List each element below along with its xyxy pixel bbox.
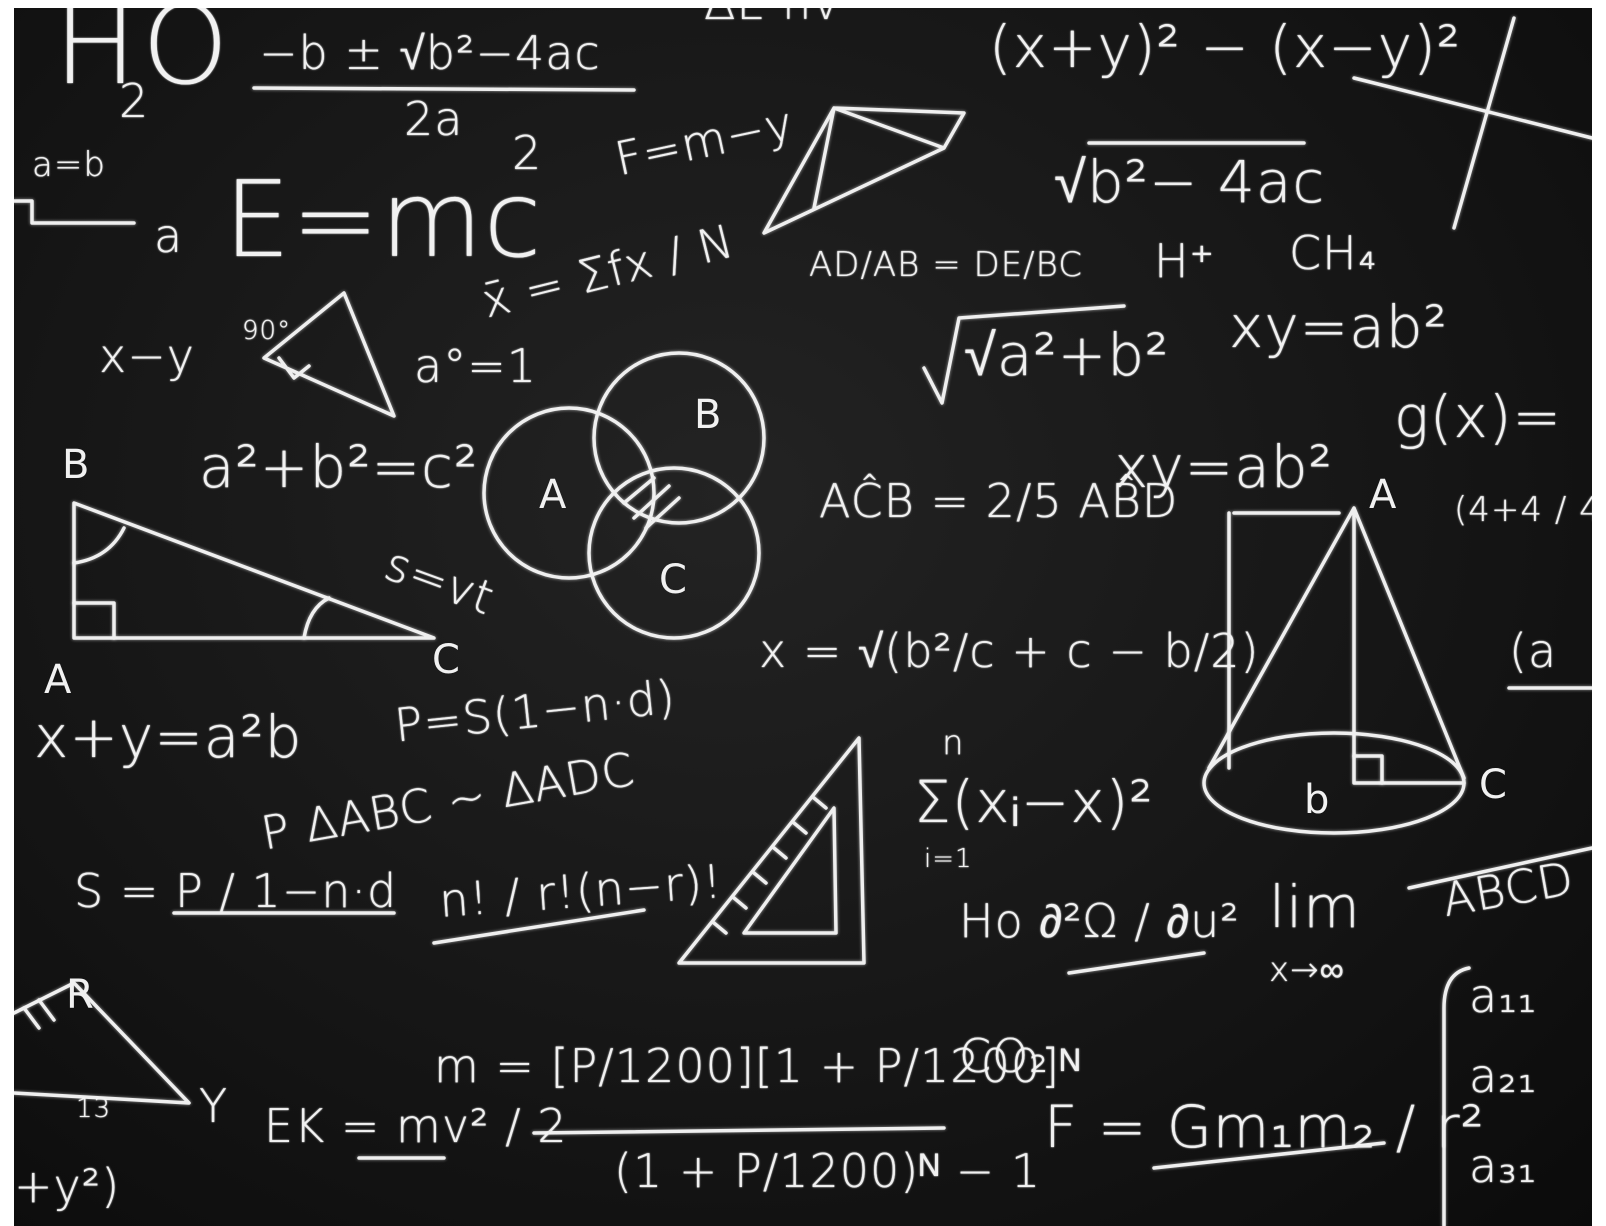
triangle-label-r: R <box>66 972 94 1018</box>
formula-h2o-o: O <box>142 8 230 109</box>
formula-summation-upper: n <box>942 723 965 763</box>
cone-label-b: b <box>1304 777 1329 823</box>
formula-square-difference: (x+y)² − (x−y)² <box>989 13 1461 81</box>
formula-limit-subscript: x→∞ <box>1269 950 1345 990</box>
cone-label-a: A <box>1369 472 1397 518</box>
right-angle-mark <box>14 199 136 225</box>
nfact-fraction-bar <box>432 908 646 945</box>
formula-xy-ab2-first: xy=ab² <box>1229 293 1448 361</box>
formula-bottom-left: +y²) <box>14 1159 121 1213</box>
formula-similar-ratio: AD/AB = DE/BC <box>809 245 1084 285</box>
matrix-a31: a₃₁ <box>1469 1139 1538 1193</box>
formula-s-fraction: S = P / 1−n·d <box>74 864 398 918</box>
bottom-left-triangle: R <box>14 972 191 1105</box>
formula-sqrt-a2b2: √a²+b² <box>964 321 1170 389</box>
formula-gravitation: F = Gm₁m₂ / r² <box>1044 1093 1485 1161</box>
venn-label-b: B <box>694 392 721 438</box>
formula-partial: Ho ∂²Ω / ∂u² <box>959 894 1240 948</box>
partial-fraction-bar <box>1067 951 1206 975</box>
formula-90-degrees: 90° <box>242 316 292 346</box>
formula-angle-ratio: AĈB = 2/5 AB̂D <box>819 474 1179 528</box>
formula-xy-a2b: x+y=a²b <box>34 703 303 771</box>
interest-fraction-bar <box>532 1126 946 1135</box>
cone-label-c: C <box>1479 762 1507 808</box>
matrix-a11: a₁₁ <box>1469 969 1538 1023</box>
formula-co2: CO₂ <box>959 1029 1049 1083</box>
formula-emc-superscript: 2 <box>512 126 543 180</box>
formula-x-root: x = √(b²/c + c − b/2) <box>759 624 1260 678</box>
formula-quadratic-numerator: −b ± √b²−4ac <box>259 26 601 80</box>
triangle-label-c: C <box>432 637 460 683</box>
formula-delta-top: ΔE hv <box>704 8 841 26</box>
pyramid-sketch <box>762 106 966 235</box>
venn-label-a: A <box>539 472 567 518</box>
venn-diagram: A B C <box>482 351 766 640</box>
matrix-bracket <box>1442 966 1471 1226</box>
formula-a-zero: a°=1 <box>414 339 537 393</box>
set-square <box>677 736 866 965</box>
sqrt-a2b2-radical <box>922 304 1126 405</box>
cone-sketch: A b C <box>1202 472 1507 835</box>
formula-h-plus: H⁺ <box>1154 234 1215 288</box>
formula-frac-444: (4+4 / 4³ <box>1454 490 1592 530</box>
right-triangle-large: B A C <box>44 442 460 703</box>
formula-root-b2-4ac: √b²− 4ac <box>1054 148 1326 216</box>
formula-summation-lower: i=1 <box>924 844 973 874</box>
formula-h2o-sub: 2 <box>119 74 150 128</box>
gravity-fraction-bar <box>1152 1141 1386 1170</box>
right-triangle-small <box>262 291 396 418</box>
chalkboard: A B C B A C A b C <box>14 8 1592 1226</box>
formula-interest-denominator: (1 + P/1200)ᴺ − 1 <box>614 1144 1042 1198</box>
formula-g-of-x: g(x)= <box>1394 383 1562 451</box>
formula-ch4: CH₄ <box>1289 226 1378 280</box>
quadratic-fraction-bar <box>252 86 636 92</box>
formula-ca: (a <box>1509 624 1558 678</box>
formula-kinetic-energy: EK = mv² / 2 <box>264 1099 568 1153</box>
matrix-a21: a₂₁ <box>1469 1049 1538 1103</box>
triangle-label-a: A <box>44 657 72 703</box>
formula-small-a: a <box>154 209 184 263</box>
chalk-drawings: A B C B A C A b C <box>14 16 1592 1226</box>
label-13: 13 <box>76 1094 112 1124</box>
formula-pythagoras: a²+b²=c² <box>199 433 479 501</box>
label-y: Y <box>199 1079 229 1133</box>
formula-h2o-h: H <box>54 8 138 109</box>
formula-quadratic-denominator: 2a <box>404 92 464 146</box>
formula-a-eq-b: a=b <box>32 145 106 185</box>
formula-emc: E=mc <box>224 159 543 281</box>
formula-xy-ab2-second: xy=ab² <box>1114 433 1333 501</box>
formula-x-minus-y: x−y <box>99 329 195 383</box>
formula-limit: lim <box>1269 873 1361 941</box>
formula-summation: Σ(xᵢ−x)² <box>914 768 1154 836</box>
triangle-label-b: B <box>62 442 89 488</box>
axes-sketch <box>1352 16 1592 230</box>
venn-label-c: C <box>659 557 687 603</box>
abcd-line <box>1407 846 1592 890</box>
formula-interest: m = [P/1200][1 + P/1200]ᴺ <box>434 1039 1081 1093</box>
